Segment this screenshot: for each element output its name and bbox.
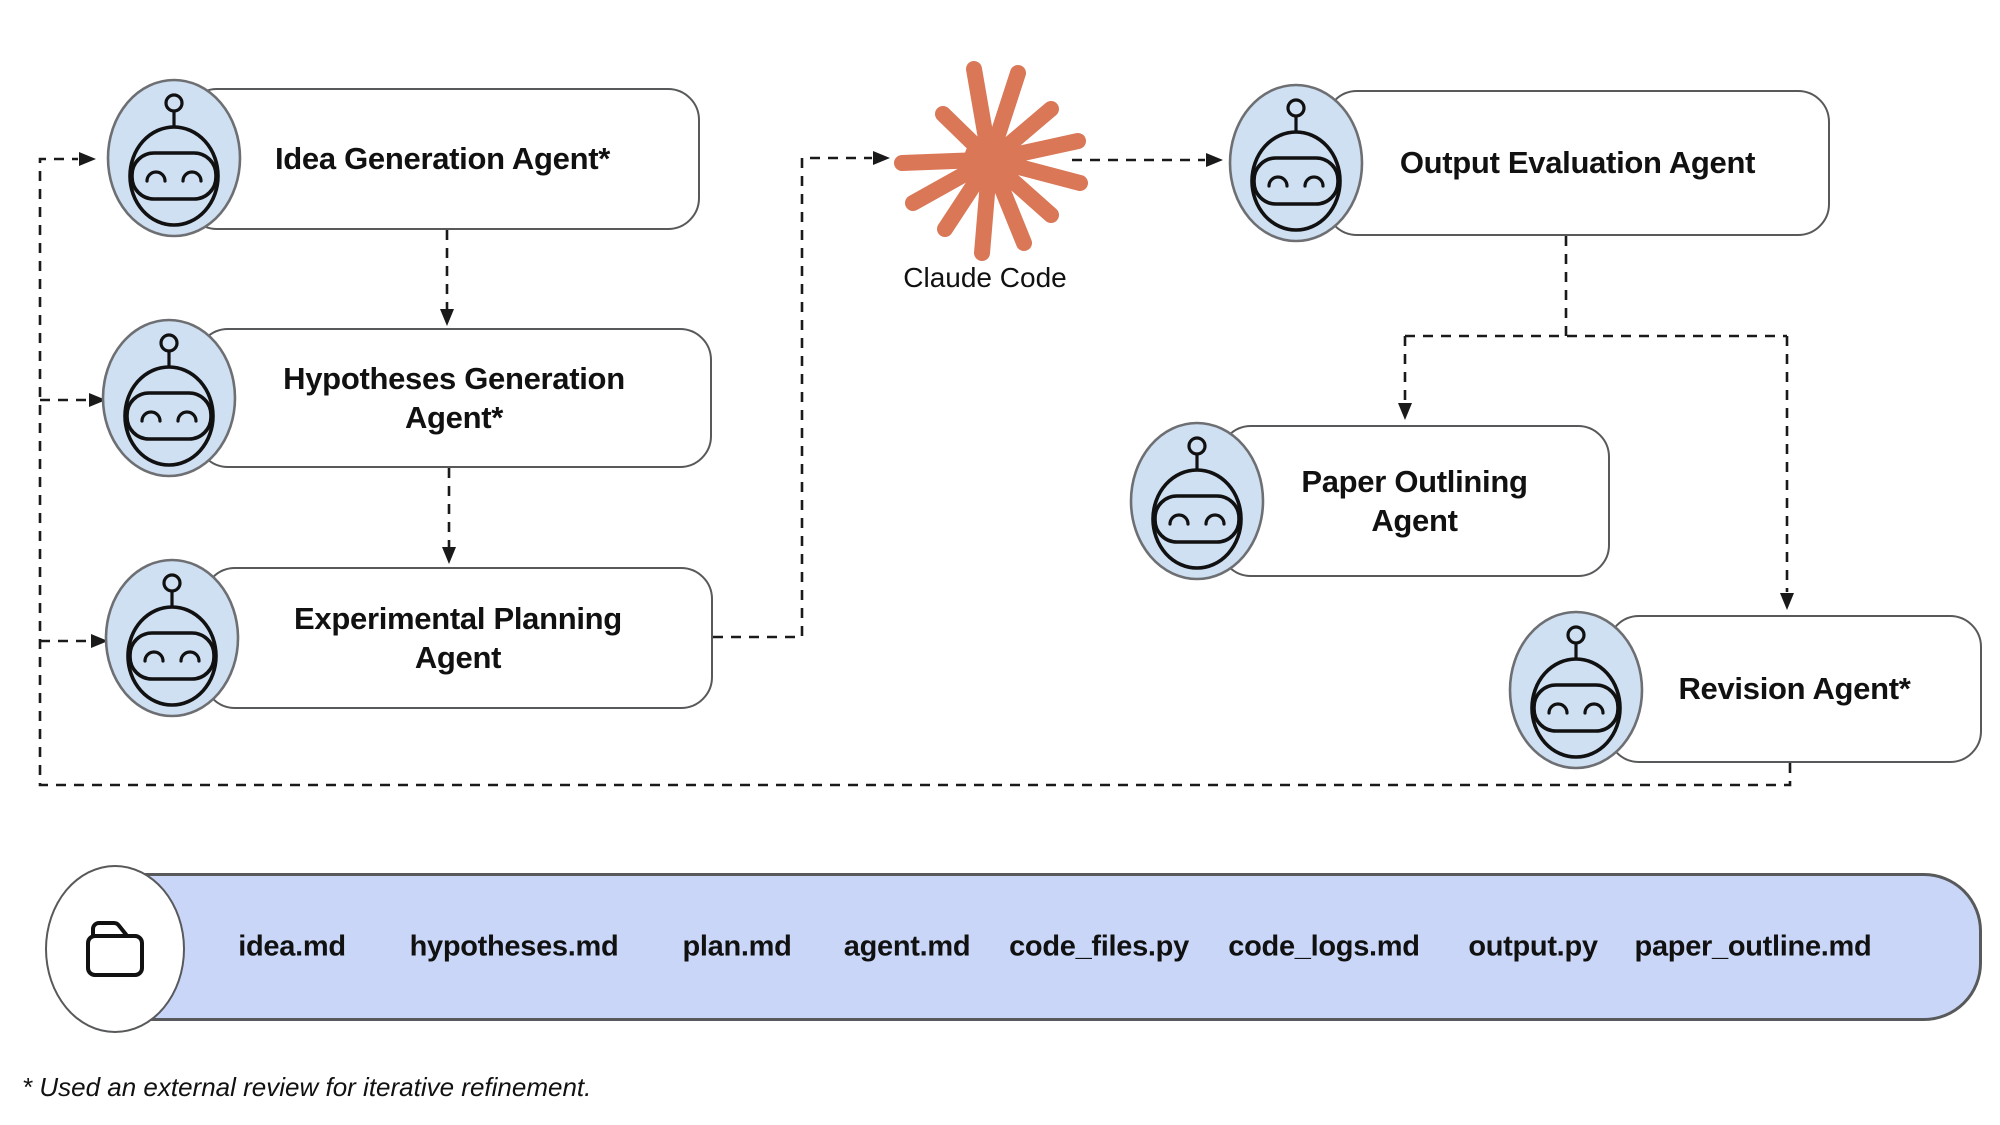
agent-node-idea-generation: Idea Generation Agent*	[185, 88, 700, 230]
folder-icon	[86, 921, 144, 977]
robot-icon	[104, 558, 240, 718]
agent-label: Output Evaluation Agent	[1399, 145, 1756, 181]
agent-label: Experimental Planning Agent	[294, 600, 622, 675]
arrowhead-into-output	[1206, 153, 1223, 167]
arrowhead-into-paper	[1398, 403, 1412, 420]
arrowhead-into-claude	[873, 151, 890, 165]
agent-label: Idea Generation Agent*	[274, 141, 611, 177]
agent-label: Revision Agent*	[1678, 671, 1911, 707]
file-label: output.py	[1468, 930, 1598, 963]
file-label: code_files.py	[1009, 930, 1189, 963]
arrowhead-into-experimental-top	[442, 547, 456, 564]
robot-icon	[1508, 610, 1644, 770]
agent-node-output-evaluation: Output Evaluation Agent	[1325, 90, 1830, 236]
feedback-loop-line	[38, 157, 1792, 787]
file-label: agent.md	[843, 930, 971, 963]
robot-icon	[1129, 421, 1265, 581]
arrowhead-into-hypotheses-top	[440, 309, 454, 326]
agent-label: Paper Outlining Agent	[1301, 463, 1528, 538]
shared-files-bar	[88, 873, 1982, 1021]
robot-icon	[101, 318, 237, 478]
file-label: idea.md	[238, 930, 346, 963]
file-label: paper_outline.md	[1634, 930, 1872, 963]
arrowhead-into-idea	[79, 152, 96, 166]
robot-icon	[106, 78, 242, 238]
agent-node-hypotheses-generation: Hypotheses Generation Agent*	[196, 328, 712, 468]
file-label: plan.md	[682, 930, 792, 963]
arrowhead-into-hypotheses	[89, 393, 106, 407]
claude-starburst-icon	[894, 61, 1088, 261]
experimental-to-claude-line	[713, 156, 872, 639]
agent-label: Hypotheses Generation Agent*	[283, 360, 625, 435]
agent-node-revision: Revision Agent*	[1607, 615, 1982, 763]
folder-badge	[45, 865, 185, 1033]
file-label: code_logs.md	[1228, 930, 1420, 963]
arrowhead-into-experimental	[91, 634, 108, 648]
file-label: hypotheses.md	[409, 930, 619, 963]
footnote: * Used an external review for iterative …	[22, 1072, 592, 1102]
claude-code-label: Claude Code	[903, 262, 1067, 293]
arrowhead-into-revision	[1780, 593, 1794, 610]
agent-node-paper-outlining: Paper Outlining Agent	[1219, 425, 1610, 577]
agent-node-experimental-planning: Experimental Planning Agent	[203, 567, 713, 709]
robot-icon	[1228, 83, 1364, 243]
